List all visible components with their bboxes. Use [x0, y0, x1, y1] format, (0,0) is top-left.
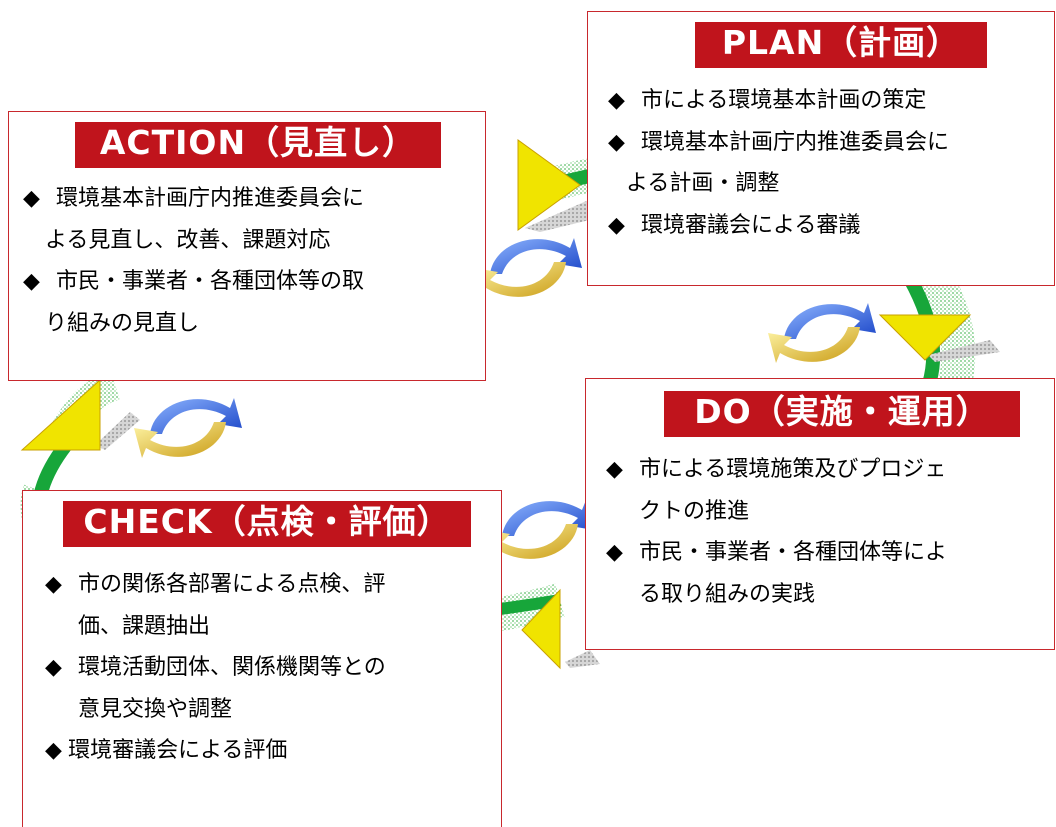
arrow-to-check — [521, 588, 600, 670]
list-item: ◆環境審議会による審議 — [608, 205, 949, 247]
cycle-icon — [486, 500, 594, 560]
diamond-bullet-icon: ◆ — [45, 738, 62, 763]
cycle-icon — [768, 303, 876, 363]
arrow-to-do — [878, 314, 1000, 362]
list-item: 意見交換や調整 — [78, 696, 233, 722]
action-title: ACTION（見直し） — [75, 122, 441, 168]
do-items: ◆市による環境施策及びプロジェ クトの推進 ◆市民・事業者・各種団体等によ る取… — [606, 449, 947, 615]
list-item: ◆環境基本計画庁内推進委員会に — [23, 178, 364, 220]
list-item: 価、課題抽出 — [78, 613, 211, 639]
list-item: ◆環境活動団体、関係機関等との — [45, 647, 386, 689]
diamond-bullet-icon: ◆ — [606, 540, 623, 565]
list-item: クトの推進 — [639, 498, 750, 524]
list-item: ◆市による環境基本計画の策定 — [608, 80, 949, 122]
diamond-bullet-icon: ◆ — [606, 457, 623, 482]
diamond-bullet-icon: ◆ — [45, 655, 62, 680]
list-item: ◆環境審議会による評価 — [45, 730, 386, 772]
list-item: ◆市による環境施策及びプロジェ — [606, 449, 947, 491]
list-item: る取り組みの実践 — [639, 581, 816, 607]
do-title: DO（実施・運用） — [664, 391, 1020, 437]
do-box: DO（実施・運用） ◆市による環境施策及びプロジェ クトの推進 ◆市民・事業者・… — [585, 378, 1055, 650]
list-item: ◆市民・事業者・各種団体等の取 — [23, 261, 364, 303]
cycle-icon — [474, 238, 582, 298]
diamond-bullet-icon: ◆ — [45, 572, 62, 597]
diamond-bullet-icon: ◆ — [608, 212, 625, 238]
list-item: ◆市の関係各部署による点検、評 — [45, 564, 386, 606]
list-item: ◆市民・事業者・各種団体等によ — [606, 532, 947, 574]
list-item: よる計画・調整 — [626, 171, 780, 196]
plan-title: PLAN（計画） — [695, 22, 987, 68]
list-item: よる見直し、改善、課題対応 — [45, 227, 331, 253]
action-box: ACTION（見直し） ◆環境基本計画庁内推進委員会に よる見直し、改善、課題対… — [8, 111, 486, 381]
list-item: ◆環境基本計画庁内推進委員会に — [608, 122, 949, 164]
diamond-bullet-icon: ◆ — [608, 129, 625, 155]
check-box: CHECK（点検・評価） ◆市の関係各部署による点検、評 価、課題抽出 ◆環境活… — [22, 490, 502, 827]
check-items: ◆市の関係各部署による点検、評 価、課題抽出 ◆環境活動団体、関係機関等との 意… — [45, 564, 386, 772]
plan-items: ◆市による環境基本計画の策定 ◆環境基本計画庁内推進委員会に よる計画・調整 ◆… — [608, 80, 949, 246]
diamond-bullet-icon: ◆ — [23, 186, 40, 211]
cycle-icon — [134, 398, 242, 458]
arrow-to-action — [20, 378, 140, 451]
diamond-bullet-icon: ◆ — [23, 269, 40, 294]
list-item: り組みの見直し — [45, 310, 200, 336]
diamond-bullet-icon: ◆ — [608, 88, 625, 113]
action-items: ◆環境基本計画庁内推進委員会に よる見直し、改善、課題対応 ◆市民・事業者・各種… — [23, 178, 364, 344]
plan-box: PLAN（計画） ◆市による環境基本計画の策定 ◆環境基本計画庁内推進委員会に … — [587, 11, 1055, 286]
check-title: CHECK（点検・評価） — [63, 501, 471, 547]
